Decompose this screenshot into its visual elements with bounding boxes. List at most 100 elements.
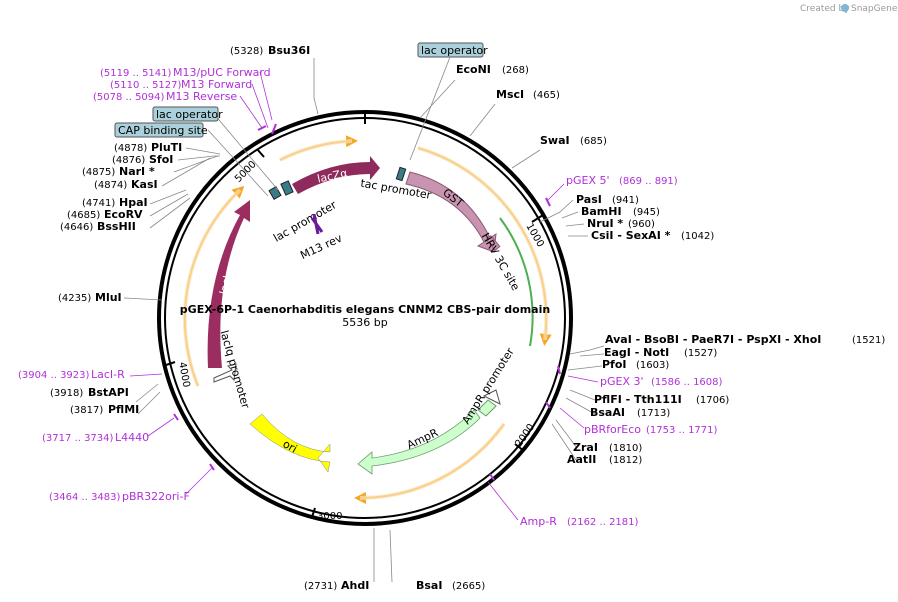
feature-ori[interactable] bbox=[249, 413, 331, 473]
site-pos-HpaI: (4741) bbox=[82, 198, 115, 209]
site-name-EcoRV: EcoRV bbox=[104, 208, 143, 221]
feature-AmpR[interactable] bbox=[357, 409, 481, 475]
feature-label-ori: ori bbox=[280, 437, 299, 455]
site-name-EcoNI: EcoNI bbox=[456, 63, 491, 76]
feature-AmpR-promoter[interactable] bbox=[477, 399, 497, 417]
site-pos-BsaI: (2665) bbox=[452, 581, 485, 592]
site-pos-PflMI: (3817) bbox=[70, 405, 103, 416]
primer-name-pGEX5: pGEX 5' bbox=[566, 174, 610, 187]
feature-tac-promoter[interactable] bbox=[395, 166, 407, 182]
site-name-PluTI: PluTI bbox=[151, 141, 182, 154]
site-name-SfoI: SfoI bbox=[149, 153, 173, 166]
orf-arcs-glow bbox=[182, 139, 549, 500]
feature-label-lacZa: lacZα bbox=[316, 166, 349, 185]
primer-pos-M13pUC: (5119 .. 5141) bbox=[100, 68, 172, 79]
primer-leaders bbox=[129, 71, 599, 521]
box-cap-binding-site[interactable] bbox=[114, 122, 204, 138]
site-pos-SwaI: (685) bbox=[580, 136, 607, 147]
site-name-PflMI: PflMI bbox=[108, 403, 139, 416]
site-pos-SfoI: (4876) bbox=[112, 155, 145, 166]
site-name-BamHI: BamHI bbox=[581, 205, 622, 218]
map-length: 5536 bp bbox=[342, 316, 387, 329]
feature-label-HRV3C: HRV 3C site bbox=[479, 231, 523, 293]
site-name-AvaI-group: AvaI - BsoBI - PaeR7I - PspXI - XhoI bbox=[605, 333, 821, 346]
site-pos-EagI-NotI: (1527) bbox=[684, 348, 717, 359]
feature-lacZa[interactable] bbox=[292, 156, 380, 194]
primer-pos-pBRforEco: (1753 .. 1771) bbox=[646, 425, 718, 436]
primer-name-pBR322oriF: pBR322ori-F bbox=[122, 490, 190, 503]
site-pos-Bsu36I: (5328) bbox=[230, 46, 263, 57]
site-pos-EcoNI: (268) bbox=[502, 65, 529, 76]
site-name-MluI: MluI bbox=[95, 291, 122, 304]
site-pos-NruI: (960) bbox=[628, 219, 655, 230]
feature-AmpR-promoter-arrow bbox=[482, 389, 501, 405]
site-name-EagI-NotI: EagI - NotI bbox=[604, 346, 669, 359]
box-lac-operator-left[interactable] bbox=[152, 106, 219, 122]
site-pos-EcoRV: (4685) bbox=[67, 210, 100, 221]
feature-HRV3C[interactable] bbox=[485, 235, 501, 251]
site-pos-BssHII: (4646) bbox=[60, 222, 93, 233]
map-title: pGEX-6P-1 Caenorhabditis elegans CNNM2 C… bbox=[180, 303, 550, 316]
site-pos-BstAPI: (3918) bbox=[50, 388, 83, 399]
primer-pos-M13R: (5078 .. 5094) bbox=[93, 92, 165, 103]
primer-pos-LacIR: (3904 .. 3923) bbox=[18, 370, 90, 381]
site-pos-AatII: (1812) bbox=[609, 455, 642, 466]
tick-marks bbox=[165, 112, 544, 518]
site-name-NruI: NruI * bbox=[587, 217, 623, 230]
primer-name-M13R: M13 Reverse bbox=[166, 90, 237, 103]
site-name-CsiI-SexAI: CsiI - SexAI * bbox=[591, 229, 671, 242]
site-name-NarI: NarI * bbox=[119, 165, 155, 178]
primer-name-AmpR: Amp-R bbox=[520, 515, 557, 528]
box-label-lac-operator-left: lac operator bbox=[156, 108, 223, 121]
site-pos-BsaAI: (1713) bbox=[637, 408, 670, 419]
feature-lacIq-promoter[interactable] bbox=[213, 363, 237, 383]
box-leader-lac-operator-top bbox=[409, 56, 451, 161]
feature-M13-rev[interactable] bbox=[310, 213, 324, 235]
feature-GST[interactable] bbox=[405, 171, 497, 253]
site-name-SwaI: SwaI bbox=[540, 134, 570, 147]
feature-label-lacI: lacI bbox=[217, 274, 234, 295]
feature-lacI[interactable] bbox=[207, 200, 250, 368]
site-name-PasI: PasI bbox=[576, 193, 602, 206]
primer-name-LacIR: LacI-R bbox=[91, 368, 125, 381]
primer-name-pGEX3: pGEX 3' bbox=[600, 375, 644, 388]
site-pos-MscI: (465) bbox=[533, 90, 560, 101]
site-name-HpaI: HpaI bbox=[119, 196, 148, 209]
site-leaders bbox=[123, 58, 605, 583]
snapgene-logo-icon bbox=[841, 4, 849, 12]
site-pos-AhdI: (2731) bbox=[304, 581, 337, 592]
feature-label-M13-rev: M13 rev bbox=[298, 231, 344, 262]
site-pos-CsiI-SexAI: (1042) bbox=[681, 231, 714, 242]
site-pos-ZraI: (1810) bbox=[609, 443, 642, 454]
primer-pos-pGEX5: (869 .. 891) bbox=[619, 176, 678, 187]
site-name-BsaI: BsaI bbox=[416, 579, 442, 592]
box-lac-operator-top[interactable] bbox=[417, 42, 484, 58]
site-name-AhdI: AhdI bbox=[341, 579, 369, 592]
box-label-lac-operator-top: lac operator bbox=[421, 44, 488, 57]
site-pos-NarI: (4875) bbox=[82, 167, 115, 178]
site-name-AatII: AatII bbox=[567, 453, 596, 466]
site-pos-AvaI-group: (1521) bbox=[852, 335, 885, 346]
watermark-created-by: Created by bbox=[800, 4, 850, 14]
primer-pos-M13F: (5110 .. 5127) bbox=[110, 80, 182, 91]
primer-marks bbox=[173, 123, 561, 481]
site-name-KasI: KasI bbox=[131, 178, 158, 191]
feature-lac-operator-small[interactable] bbox=[268, 185, 282, 201]
feature-cap-site-small[interactable] bbox=[280, 180, 294, 196]
site-pos-MluI: (4235) bbox=[58, 293, 91, 304]
site-pos-BamHI: (945) bbox=[633, 207, 660, 218]
site-name-MscI: MscI bbox=[496, 88, 524, 101]
tick-label-3000: 3000 bbox=[317, 511, 342, 522]
site-name-BssHII: BssHII bbox=[97, 220, 136, 233]
site-name-BsaAI: BsaAI bbox=[590, 406, 625, 419]
box-label-cap-binding-site: CAP binding site bbox=[118, 124, 208, 137]
site-name-ZraI: ZraI bbox=[573, 441, 598, 454]
site-pos-PasI: (941) bbox=[612, 195, 639, 206]
tick-label-4000: 4000 bbox=[176, 361, 191, 388]
primer-pos-pGEX3: (1586 .. 1608) bbox=[651, 377, 723, 388]
feature-label-lacIq-promoter: lacIq promoter bbox=[217, 329, 252, 411]
primer-name-M13pUC: M13/pUC Forward bbox=[173, 66, 271, 79]
site-name-PfoI: PfoI bbox=[602, 358, 627, 371]
